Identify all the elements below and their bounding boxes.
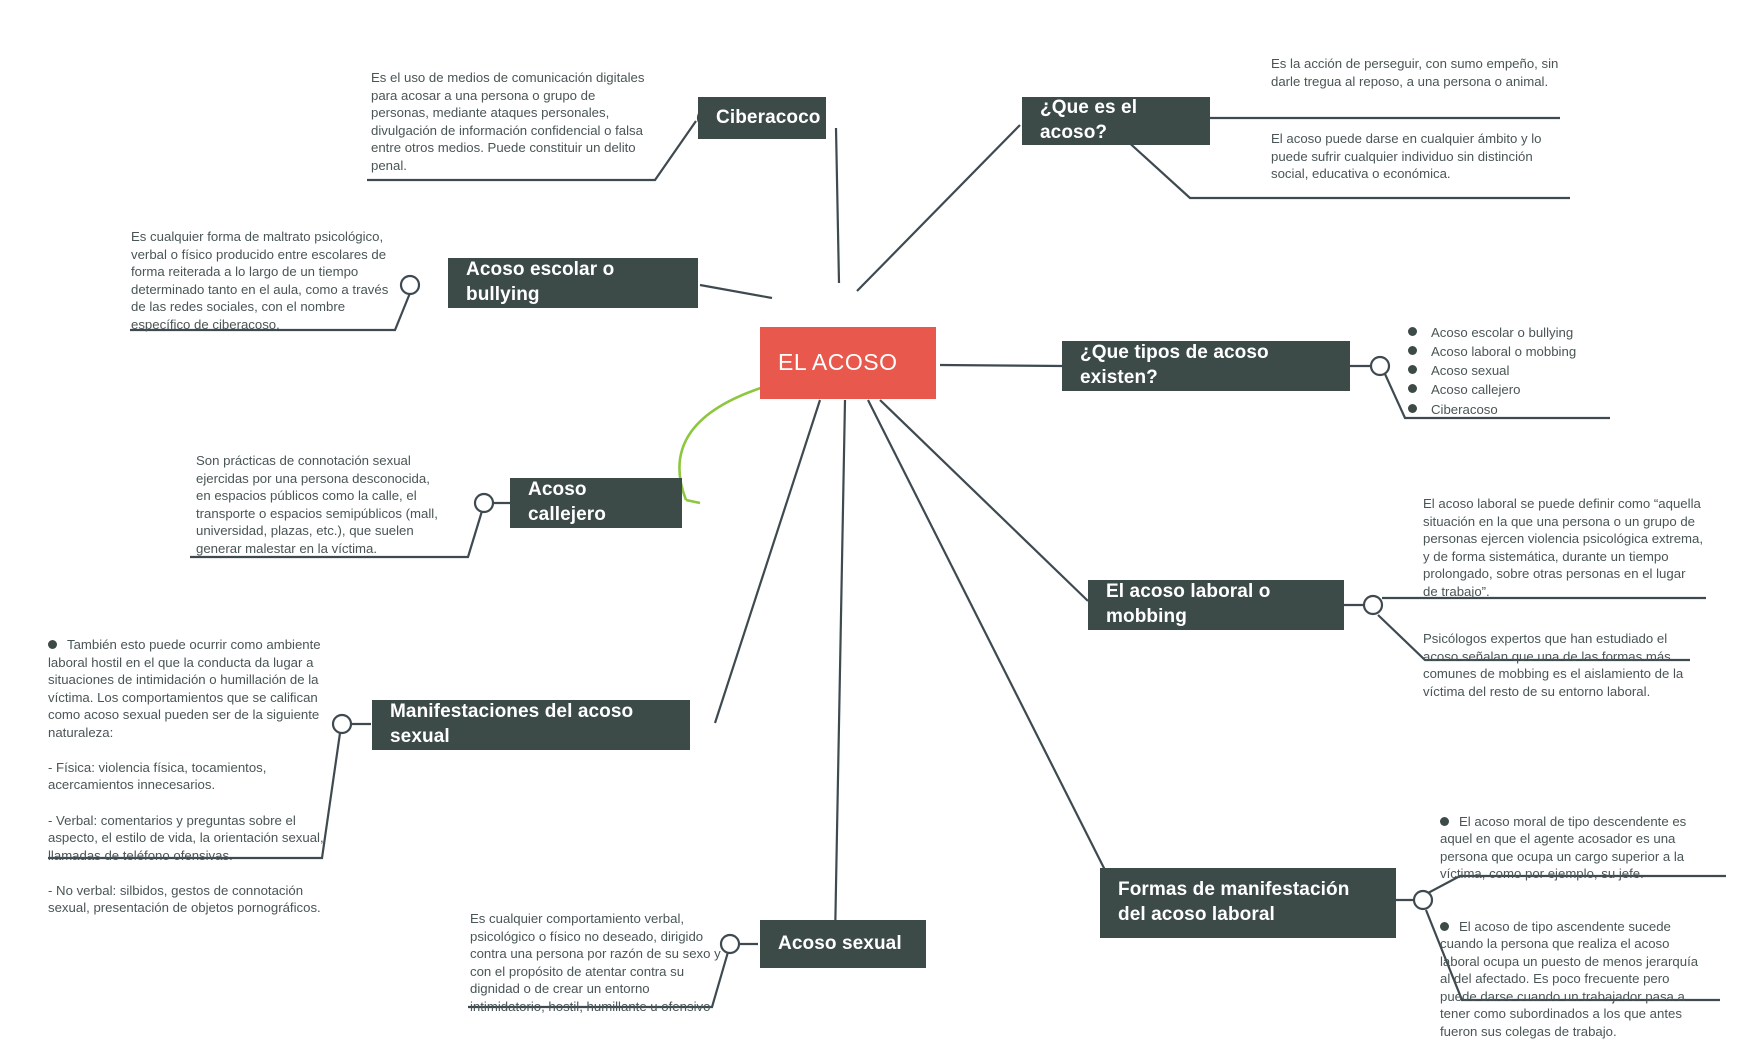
- list-item: Ciberacoso: [1408, 400, 1648, 419]
- note-manifestaciones-head: También esto puede ocurrir como ambiente…: [48, 637, 321, 740]
- note-acoso-callejero: Son prácticas de connotación sexual ejer…: [196, 453, 438, 556]
- node-manifestaciones-acoso-sexual[interactable]: Manifestaciones del acoso sexual: [372, 700, 690, 750]
- link-center-que-es: [856, 124, 1021, 292]
- node-acoso-laboral-mobbing[interactable]: El acoso laboral o mobbing: [1088, 580, 1344, 630]
- link-center-bullying: [699, 283, 773, 300]
- note-que-es-2: El acoso puede darse en cualquier ámbito…: [1271, 131, 1542, 182]
- note-formas-2-wrapper: El acoso de tipo ascendente sucede cuand…: [1440, 900, 1708, 1040]
- note-mobbing-2: Psicólogos expertos que han estudiado el…: [1423, 631, 1684, 699]
- note-que-es-1: Es la acción de perseguir, con sumo empe…: [1271, 56, 1559, 89]
- bullet-icon: [1408, 365, 1417, 375]
- joint-mobbing: [1362, 594, 1384, 616]
- node-acoso-laboral-mobbing-label: El acoso laboral o mobbing: [1106, 581, 1271, 627]
- note-bullying: Es cualquier forma de maltrato psicológi…: [131, 229, 389, 332]
- link-center-mobbing: [879, 399, 1089, 602]
- bullet-icon: [48, 640, 57, 650]
- node-ciberacoco-label: Ciberacoco: [716, 106, 821, 128]
- list-item-label: Acoso laboral o mobbing: [1431, 344, 1577, 360]
- link-center-tipos: [939, 363, 1064, 368]
- node-acoso-sexual-label: Acoso sexual: [778, 932, 902, 954]
- note-acoso-sexual: Es cualquier comportamiento verbal, psic…: [470, 911, 721, 1014]
- node-formas-manifestacion-acoso-laboral-label: Formas de manifestación del acoso labora…: [1118, 879, 1350, 925]
- note-mobbing-1: El acoso laboral se puede definir como “…: [1423, 496, 1704, 599]
- note-manifestaciones-item: - No verbal: silbidos, gestos de connota…: [48, 882, 321, 916]
- note-formas-1-wrapper: El acoso moral de tipo descendente es aq…: [1440, 795, 1708, 883]
- bullet-icon: [1440, 921, 1449, 931]
- node-acoso-escolar-bullying-label: Acoso escolar o bullying: [466, 259, 615, 305]
- list-item: Acoso sexual: [1408, 361, 1648, 380]
- link-center-manifestaciones: [713, 399, 822, 724]
- joint-formas: [1412, 889, 1434, 911]
- node-acoso-sexual[interactable]: Acoso sexual: [760, 920, 926, 968]
- center-node-label: EL ACOSO: [778, 349, 898, 376]
- center-node-el-acoso[interactable]: EL ACOSO: [760, 327, 936, 399]
- list-tipos-de-acoso: Acoso escolar o bullying Acoso laboral o…: [1408, 323, 1648, 419]
- note-manifestaciones: También esto puede ocurrir como ambiente…: [48, 601, 330, 934]
- note-formas-2: El acoso de tipo ascendente sucede cuand…: [1440, 918, 1699, 1039]
- bullet-icon: [1408, 327, 1417, 336]
- node-que-es-el-acoso[interactable]: ¿Que es el acoso?: [1022, 97, 1210, 145]
- note-manifestaciones-head-row: También esto puede ocurrir como ambiente…: [48, 619, 330, 742]
- link-center-callejero-curve: [678, 383, 771, 501]
- node-ciberacoco[interactable]: Ciberacoco: [698, 97, 826, 139]
- list-item: Acoso escolar o bullying: [1408, 323, 1648, 342]
- list-item: Acoso laboral o mobbing: [1408, 342, 1648, 361]
- link-center-ciberacoco: [834, 127, 841, 284]
- node-acoso-callejero[interactable]: Acoso callejero: [510, 478, 682, 528]
- list-item-label: Ciberacoso: [1431, 401, 1498, 417]
- bullet-icon: [1408, 403, 1417, 413]
- note-ciberacoco: Es el uso de medios de comunicación digi…: [371, 70, 645, 173]
- list-item-label: Acoso callejero: [1431, 382, 1521, 398]
- list-item-label: Acoso escolar o bullying: [1431, 325, 1574, 340]
- link-center-formas: [867, 399, 1111, 881]
- node-que-es-el-acoso-label: ¿Que es el acoso?: [1040, 97, 1138, 143]
- joint-manifestaciones: [331, 713, 353, 735]
- joint-bullying: [399, 274, 421, 296]
- link-center-callejero-arrowline: [685, 498, 701, 505]
- joint-tipos: [1369, 355, 1391, 377]
- joint-callejero: [473, 492, 495, 514]
- link-center-sexual: [833, 399, 847, 941]
- bullet-icon: [1408, 384, 1417, 394]
- node-acoso-callejero-label: Acoso callejero: [528, 479, 607, 525]
- node-acoso-escolar-bullying[interactable]: Acoso escolar o bullying: [448, 258, 698, 308]
- node-tipos-de-acoso-label: ¿Que tipos de acoso existen?: [1080, 342, 1269, 388]
- note-manifestaciones-item: - Verbal: comentarios y preguntas sobre …: [48, 812, 324, 863]
- node-formas-manifestacion-acoso-laboral[interactable]: Formas de manifestación del acoso labora…: [1100, 868, 1396, 938]
- bullet-icon: [1440, 816, 1449, 826]
- node-tipos-de-acoso[interactable]: ¿Que tipos de acoso existen?: [1062, 341, 1350, 391]
- bullet-icon: [1408, 346, 1417, 356]
- note-manifestaciones-item: - Física: violencia física, tocamientos,…: [48, 759, 267, 793]
- node-manifestaciones-acoso-sexual-label: Manifestaciones del acoso sexual: [390, 701, 634, 747]
- list-item-label: Acoso sexual: [1431, 363, 1510, 379]
- list-item: Acoso callejero: [1408, 380, 1648, 399]
- note-formas-1: El acoso moral de tipo descendente es aq…: [1440, 813, 1687, 882]
